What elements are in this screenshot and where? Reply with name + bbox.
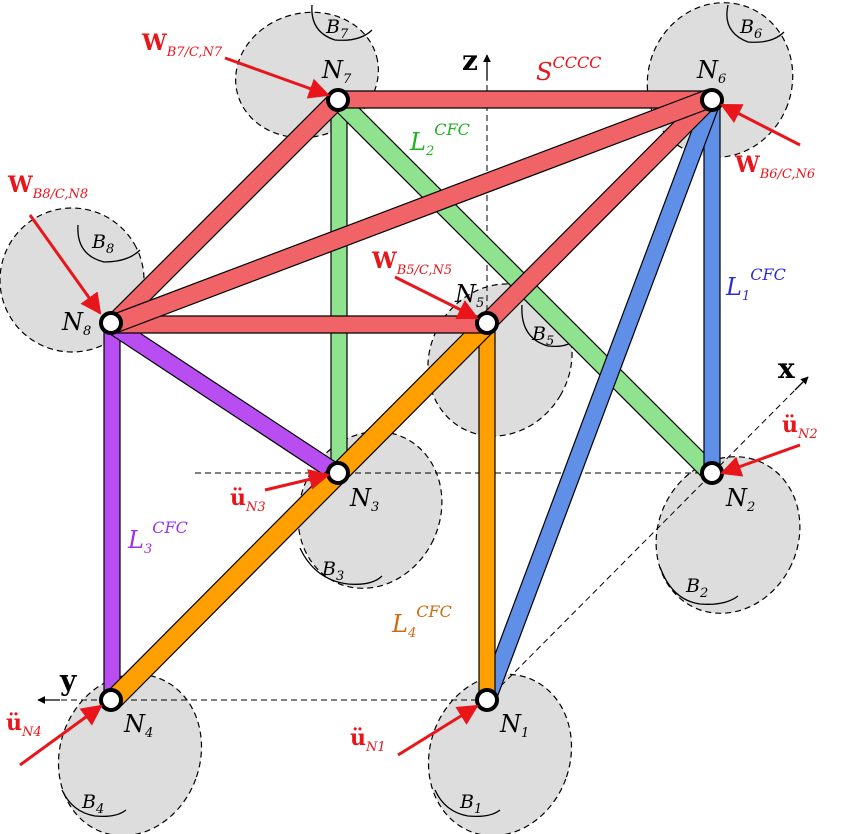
cable-label-l4-sup: CFC [416, 602, 452, 621]
wrench-label-8-sub: B8/C,N8 [32, 187, 88, 202]
acc-label-n4-sub: N4 [21, 725, 42, 740]
wrench-label-8: WB8/C,N8 [7, 172, 88, 202]
node-n3 [326, 461, 350, 485]
wrench-label-6-sub: B6/C,N6 [759, 167, 815, 182]
wrench-label-6: WB6/C,N6 [734, 152, 815, 182]
axis-x-label: x [778, 352, 795, 385]
node-label-n8-sub: 8 [83, 324, 91, 339]
body-label-b3-sub: 3 [336, 569, 344, 584]
node-label-n7-sub: 7 [343, 72, 352, 87]
body-label-b6-sub: 6 [754, 27, 762, 42]
body-label-b2-sub: 2 [699, 586, 708, 601]
acc-label-n4: üN4 [6, 710, 42, 740]
acc-label-n3: üN3 [230, 485, 266, 515]
cable-label-l2: L2CFC [409, 120, 470, 159]
body-label-b5-sub: 5 [546, 334, 554, 349]
acc-label-n3-sub: N3 [245, 500, 266, 515]
cable-label-l2-sub: 2 [425, 144, 434, 159]
cable-label-l3-sub: 3 [144, 542, 152, 557]
body-label-b1-sub: 1 [474, 802, 482, 817]
node-n2 [700, 461, 724, 485]
node-label-n5: N5 [454, 280, 484, 311]
structure-label: SCCCC [536, 53, 601, 86]
cable-label-l1-sub: 1 [742, 289, 750, 304]
red-arrows [19, 56, 801, 767]
wrench-label-7-sub: B7/C,N7 [166, 45, 223, 60]
nodes [99, 88, 724, 712]
node-n5 [475, 311, 499, 335]
wrench-label-5: WB5/C,N5 [371, 248, 452, 278]
cable-label-l4-sub: 4 [407, 626, 416, 641]
body-label-b4-sub: 4 [95, 802, 104, 817]
body-b2 [655, 456, 801, 614]
node-label-n6-sub: 6 [718, 72, 726, 87]
cable-label-l2-sup: CFC [434, 120, 470, 139]
wrench-label-5-sub: B5/C,N5 [396, 263, 452, 278]
cable-label-l1: L1CFC [725, 265, 786, 304]
body-b5 [427, 283, 573, 437]
acc-label-n1-sub: N1 [365, 740, 386, 755]
cable-label-l1-sup: CFC [750, 265, 786, 284]
node-n1 [475, 688, 499, 712]
cable-label-l3-sup: CFC [152, 518, 188, 537]
axis-y-label: y [59, 664, 77, 697]
node-label-n5-sub: 5 [476, 296, 484, 311]
structure-s [103, 89, 719, 334]
node-label-n3-sub: 3 [371, 500, 379, 515]
body-arcs [61, 4, 785, 818]
node-n8 [99, 311, 123, 335]
axis-arrows [37, 54, 809, 704]
structure-label-sup: CCCC [552, 53, 601, 72]
node-n7 [326, 88, 350, 112]
node-n6 [700, 88, 724, 112]
axis-z-label: z [462, 44, 478, 77]
body-label-b7-sub: 7 [340, 27, 349, 42]
body-label-b8-sub: 8 [106, 242, 114, 257]
acc-label-n2: üN2 [782, 412, 818, 442]
cable-label-l4: L4CFC [391, 602, 452, 641]
node-label-n1-sub: 1 [521, 726, 529, 741]
wrench-label-7: WB7/C,N7 [141, 30, 223, 60]
node-label-n2-sub: 2 [746, 500, 755, 515]
node-label-n4-sub: 4 [144, 726, 153, 741]
cable-label-l3: L3CFC [127, 518, 188, 557]
node-n4 [99, 688, 123, 712]
acc-label-n1: üN1 [350, 725, 386, 755]
acc-label-n2-sub: N2 [797, 427, 818, 442]
